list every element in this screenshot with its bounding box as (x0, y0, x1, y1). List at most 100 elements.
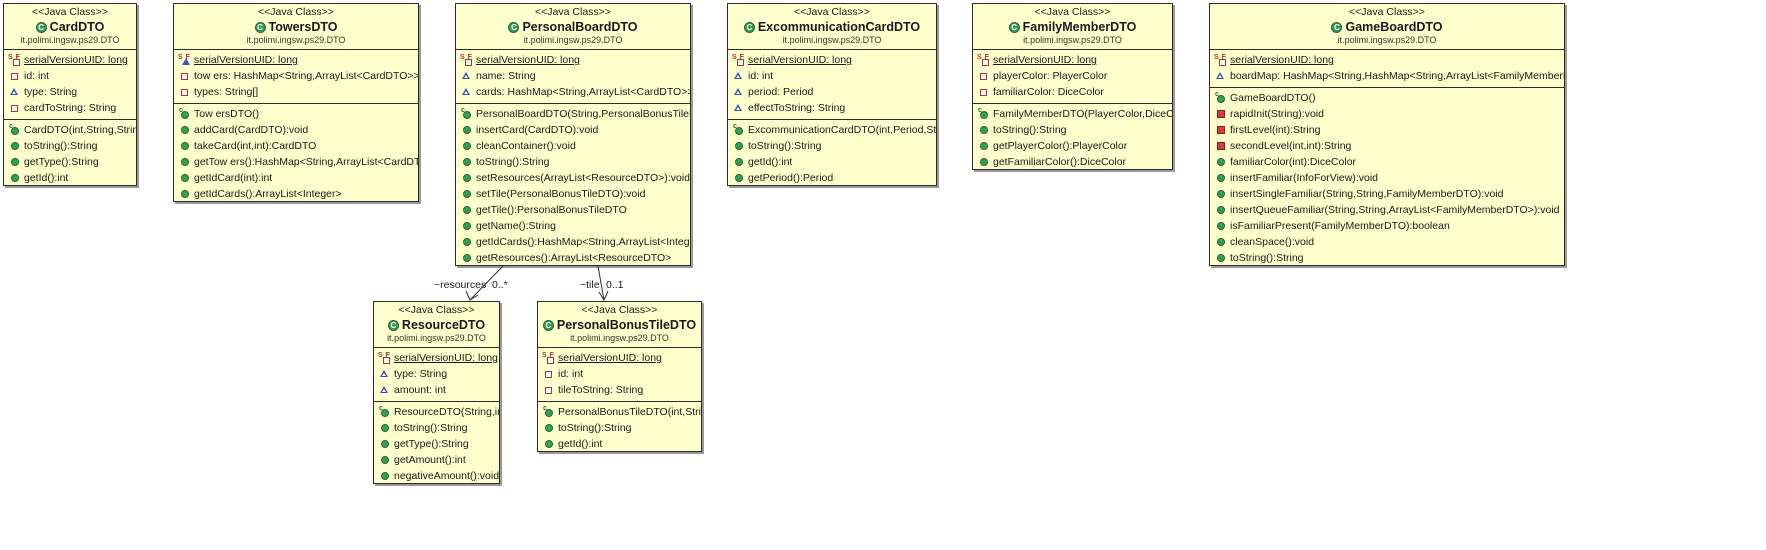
field-text: name: String (476, 70, 536, 82)
field-text: type: String (394, 368, 448, 380)
public-method-icon (461, 220, 473, 232)
stereotype-label: <<Java Class>> (258, 6, 334, 18)
method-text: getIdCards():HashMap<String,ArrayList<In… (476, 236, 690, 248)
method-row: getId():int (4, 170, 136, 186)
method-row: CardDTO(int,String,String) (4, 122, 136, 138)
field-text: boardMap: HashMap<String,HashMap<String,… (1230, 70, 1564, 82)
package-label: it.polimi.ingsw.ps29.DTO (570, 333, 669, 343)
method-text: rapidInit(String):void (1230, 108, 1324, 120)
stereotype-label: <<Java Class>> (32, 6, 108, 18)
public-method-icon (733, 140, 745, 152)
private-field-icon (978, 70, 990, 82)
class-icon: C (508, 21, 520, 33)
private-field-icon (179, 86, 191, 98)
method-row: getFamiliarColor():DiceColor (973, 154, 1172, 170)
public-method-icon (1215, 172, 1227, 184)
stereotype-label: <<Java Class>> (398, 304, 475, 316)
package-label: it.polimi.ingsw.ps29.DTO (1023, 35, 1122, 45)
method-row: ResourceDTO(String,int) (374, 404, 499, 420)
method-text: isFamiliarPresent(FamilyMemberDTO):boole… (1230, 220, 1450, 232)
method-text: insertCard(CardDTO):void (476, 124, 599, 136)
field-row: familiarColor: DiceColor (973, 84, 1172, 100)
method-row: insertFamiliar(InfoForView):void (1210, 170, 1564, 186)
method-text: getIdCard(int):int (194, 172, 273, 184)
method-text: getTow ers():HashMap<String,ArrayList<Ca… (194, 156, 418, 168)
static-final-private-icon (542, 350, 557, 364)
method-row: getTow ers():HashMap<String,ArrayList<Ca… (174, 154, 418, 170)
method-row: insertCard(CardDTO):void (456, 122, 690, 138)
public-method-icon (461, 156, 473, 168)
package-label: it.polimi.ingsw.ps29.DTO (20, 35, 120, 45)
static-final-private-icon (977, 52, 992, 66)
static-final-private-icon (8, 52, 23, 66)
field-row: amount: int (374, 382, 499, 398)
package-field-icon (733, 86, 745, 98)
field-row: serialVersionUID: long (973, 52, 1172, 68)
class-icon: C (542, 319, 554, 331)
private-method-icon (1215, 108, 1227, 120)
class-name-text: CardDTO (49, 20, 105, 34)
method-text: secondLevel(int,int):String (1230, 140, 1352, 152)
method-text: getResources():ArrayList<ResourceDTO> (476, 252, 672, 264)
field-row: serialVersionUID: long (538, 350, 701, 366)
method-row: getIdCard(int):int (174, 170, 418, 186)
field-text: serialVersionUID: long (748, 54, 852, 66)
method-text: addCard(CardDTO):void (194, 124, 309, 136)
method-text: getId():int (748, 156, 793, 168)
private-field-icon (9, 102, 21, 114)
class-icon: C (743, 21, 755, 33)
field-text: effectToString: String (748, 102, 846, 114)
constructor-icon (179, 106, 191, 120)
public-method-icon (461, 236, 473, 248)
stereotype-label: <<Java Class>> (535, 6, 611, 18)
field-text: serialVersionUID: long (1230, 54, 1334, 66)
field-row: id: int (728, 68, 936, 84)
association-resources-role: ~resources (434, 279, 487, 291)
private-method-icon (1215, 140, 1227, 152)
method-text: cleanSpace():void (1230, 236, 1315, 248)
public-method-icon (461, 124, 473, 136)
public-method-icon (978, 140, 990, 152)
package-field-icon (9, 86, 21, 98)
public-method-icon (461, 140, 473, 152)
association-resources-multiplicity: 0..* (492, 279, 508, 291)
class-name-text: ResourceDTO (401, 318, 486, 332)
method-text: familiarColor(int):DiceColor (1230, 156, 1357, 168)
public-method-icon (1215, 236, 1227, 248)
stereotype-label: <<Java Class>> (1034, 6, 1111, 18)
method-row: toString():String (1210, 250, 1564, 266)
method-row: PersonalBonusTileDTO(int,String) (538, 404, 701, 420)
methods-section: CardDTO(int,String,String)toString():Str… (4, 119, 136, 189)
method-row: takeCard(int,int):CardDTO (174, 138, 418, 154)
field-text: serialVersionUID: long (993, 54, 1097, 66)
class-name-text: ExcommunicationCardDTO (757, 20, 921, 34)
public-method-icon (543, 422, 555, 434)
field-row: id: int (4, 68, 136, 84)
package-field-icon (461, 86, 473, 98)
methods-section: ExcommunicationCardDTO(int,Period,String… (728, 119, 936, 189)
method-text: getTile():PersonalBonusTileDTO (476, 204, 627, 216)
method-row: GameBoardDTO() (1210, 90, 1564, 106)
field-text: id: int (24, 70, 50, 82)
association-tile-edge (597, 265, 609, 302)
method-text: ExcommunicationCardDTO(int,Period,String… (748, 124, 936, 136)
method-text: toString():String (993, 124, 1067, 136)
public-method-icon (461, 172, 473, 184)
class-name-text: PersonalBonusTileDTO (556, 318, 697, 332)
method-row: rapidInit(String):void (1210, 106, 1564, 122)
field-row: serialVersionUID: long (456, 52, 690, 68)
public-method-icon (978, 124, 990, 136)
stereotype-label: <<Java Class>> (581, 304, 658, 316)
method-text: getPeriod():Period (748, 172, 834, 184)
public-method-icon (461, 252, 473, 264)
method-text: setTile(PersonalBonusTileDTO):void (476, 188, 646, 200)
private-field-icon (9, 70, 21, 82)
